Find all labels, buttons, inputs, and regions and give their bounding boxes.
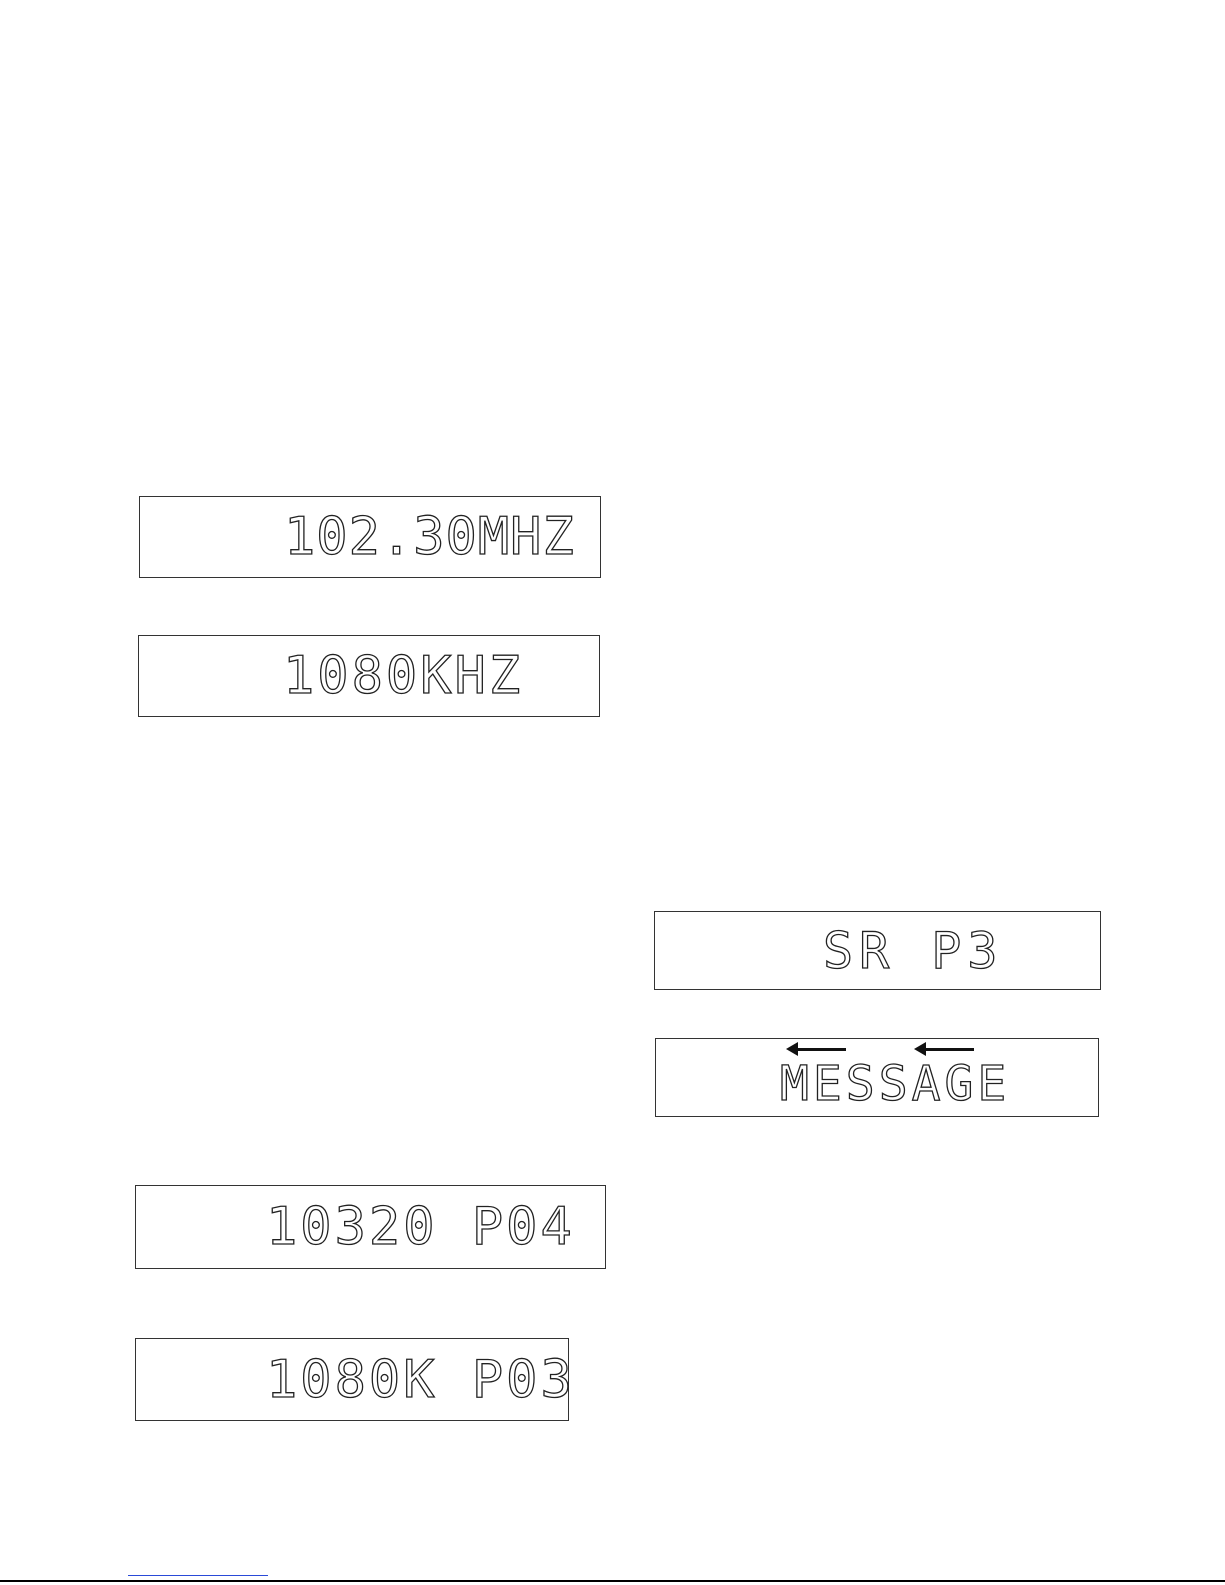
lcd-text-fm-preset: 10320 P04	[266, 1201, 575, 1253]
footer-link-underline	[128, 1575, 268, 1576]
scroll-left-arrow-icon	[918, 1048, 974, 1051]
lcd-display-scrolling-message: MESSAGE	[655, 1038, 1099, 1117]
lcd-display-am-frequency: 1080KHZ	[138, 635, 600, 717]
lcd-text-preset-sr: SR P3	[823, 926, 1004, 976]
lcd-text-am-frequency: 1080KHZ	[283, 650, 523, 702]
scroll-left-arrow-icon	[790, 1048, 846, 1051]
lcd-display-fm-frequency: 102.30MHZ	[139, 496, 601, 578]
page-bottom-rule	[0, 1580, 1225, 1582]
lcd-text-fm-frequency: 102.30MHZ	[284, 511, 575, 563]
lcd-text-am-preset: 1080K P03	[266, 1354, 575, 1406]
lcd-display-preset-sr: SR P3	[654, 911, 1101, 990]
lcd-text-scrolling-message: MESSAGE	[780, 1060, 1010, 1108]
lcd-display-am-preset: 1080K P03	[135, 1338, 569, 1421]
lcd-display-fm-preset: 10320 P04	[135, 1185, 606, 1269]
